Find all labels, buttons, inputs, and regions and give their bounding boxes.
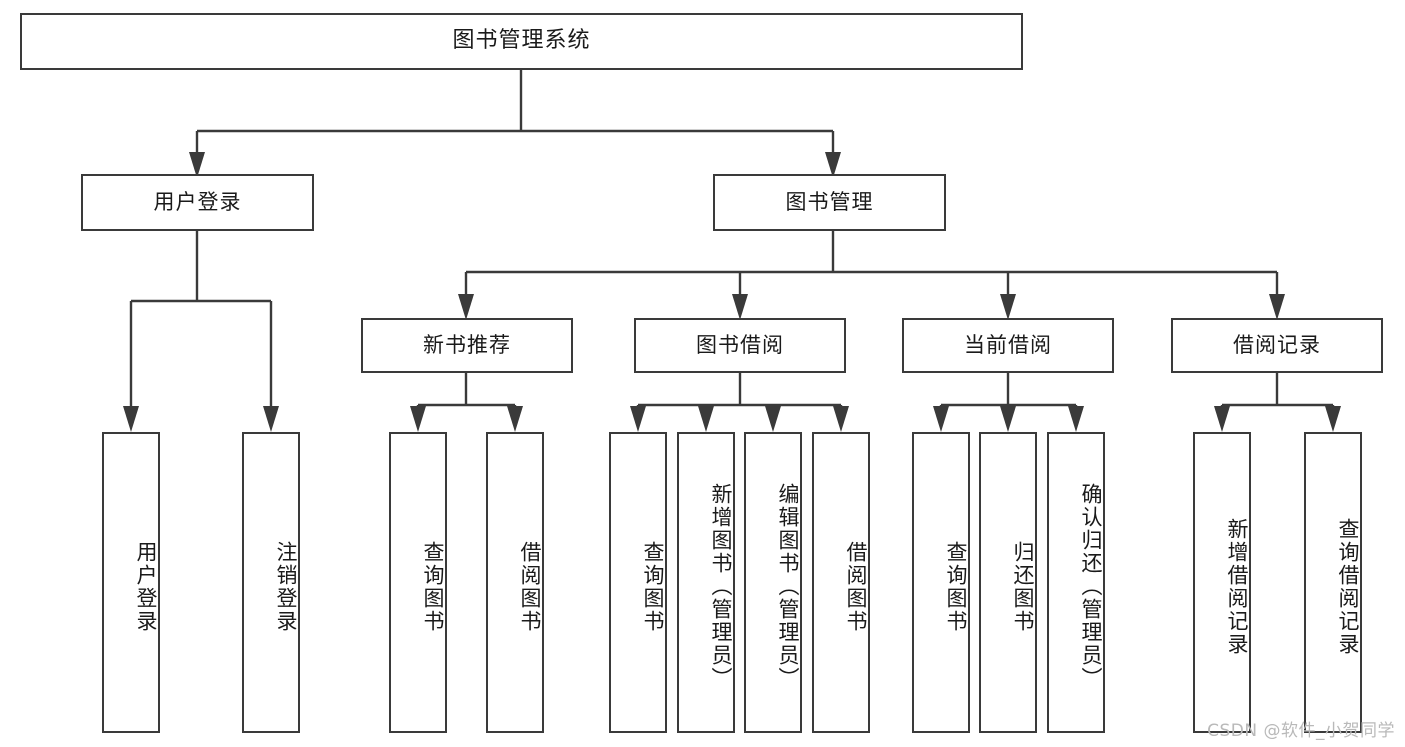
node-label: 当前借阅 bbox=[964, 332, 1052, 357]
node-label: 借阅图书 bbox=[518, 540, 542, 633]
node-label: 新增图书（管理员） bbox=[709, 483, 733, 690]
node-book-borrow[interactable]: 图书借阅 bbox=[634, 318, 846, 373]
leaf-current-return-book[interactable]: 归还图书 bbox=[979, 432, 1037, 733]
leaf-recommend-query-book[interactable]: 查询图书 bbox=[389, 432, 447, 733]
leaf-record-query-record[interactable]: 查询借阅记录 bbox=[1304, 432, 1362, 733]
leaf-record-add-record[interactable]: 新增借阅记录 bbox=[1193, 432, 1251, 733]
leaf-current-confirm-return-admin[interactable]: 确认归还（管理员） bbox=[1047, 432, 1105, 733]
node-borrow-record[interactable]: 借阅记录 bbox=[1171, 318, 1383, 373]
node-label: 新书推荐 bbox=[423, 332, 511, 357]
node-label: 编辑图书（管理员） bbox=[776, 483, 800, 690]
node-label: 图书借阅 bbox=[696, 332, 784, 357]
leaf-user-login-signin[interactable]: 用户登录 bbox=[102, 432, 160, 733]
node-label: 确认归还（管理员） bbox=[1079, 483, 1103, 690]
leaf-borrow-query-book[interactable]: 查询图书 bbox=[609, 432, 667, 733]
leaf-borrow-borrow-book[interactable]: 借阅图书 bbox=[812, 432, 870, 733]
leaf-borrow-add-book-admin[interactable]: 新增图书（管理员） bbox=[677, 432, 735, 733]
node-root-system[interactable]: 图书管理系统 bbox=[20, 13, 1023, 70]
node-label: 用户登录 bbox=[134, 540, 158, 633]
node-book-management[interactable]: 图书管理 bbox=[713, 174, 946, 231]
node-label: 借阅记录 bbox=[1233, 332, 1321, 357]
node-label: 借阅图书 bbox=[844, 540, 868, 633]
node-label: 用户登录 bbox=[153, 189, 242, 214]
node-label: 查询借阅记录 bbox=[1336, 517, 1360, 656]
leaf-borrow-edit-book-admin[interactable]: 编辑图书（管理员） bbox=[744, 432, 802, 733]
node-new-book-recommend[interactable]: 新书推荐 bbox=[361, 318, 573, 373]
node-label: 图书管理 bbox=[785, 189, 874, 214]
node-label: 查询图书 bbox=[944, 540, 968, 633]
node-current-borrow[interactable]: 当前借阅 bbox=[902, 318, 1114, 373]
leaf-user-login-signout[interactable]: 注销登录 bbox=[242, 432, 300, 733]
node-label: 注销登录 bbox=[274, 540, 298, 633]
watermark-text: CSDN @软件_小贺同学 bbox=[1207, 721, 1395, 741]
leaf-recommend-borrow-book[interactable]: 借阅图书 bbox=[486, 432, 544, 733]
node-label: 查询图书 bbox=[641, 540, 665, 633]
node-label: 归还图书 bbox=[1011, 540, 1035, 633]
node-label: 图书管理系统 bbox=[452, 28, 591, 54]
node-label: 新增借阅记录 bbox=[1225, 517, 1249, 656]
leaf-current-query-book[interactable]: 查询图书 bbox=[912, 432, 970, 733]
node-user-login[interactable]: 用户登录 bbox=[81, 174, 314, 231]
node-label: 查询图书 bbox=[421, 540, 445, 633]
